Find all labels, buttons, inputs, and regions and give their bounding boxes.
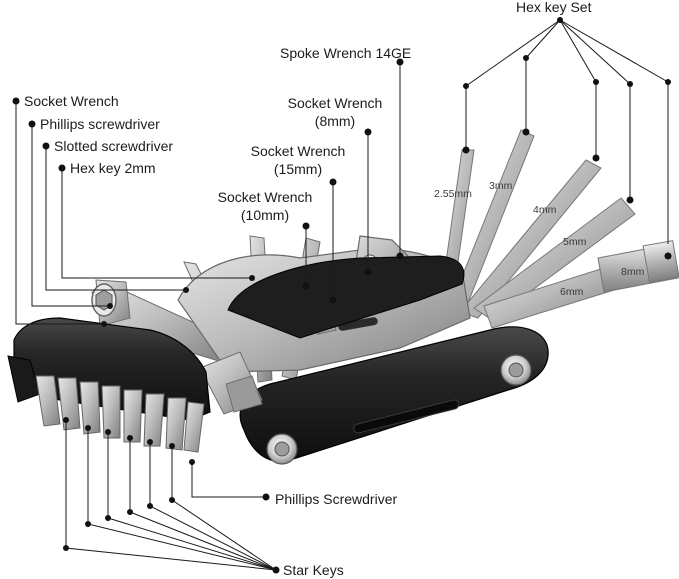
label-hex-2-55mm: 2.55mm xyxy=(434,188,472,200)
label-star-keys: Star Keys xyxy=(283,562,344,578)
label-phillips-screwdriver-bottom: Phillips Screwdriver xyxy=(275,491,398,507)
label-hex-4mm: 4mm xyxy=(533,204,557,216)
leader-dots xyxy=(12,17,672,574)
label-hex-5mm: 5mm xyxy=(563,236,587,248)
star-key-bits xyxy=(35,375,205,453)
hinge-bits xyxy=(199,351,263,415)
label-socket-wrench-8mm-line2: (8mm) xyxy=(314,113,356,129)
label-hex-key-2mm: Hex key 2mm xyxy=(70,160,156,176)
label-socket-wrench-15mm-line1: Socket Wrench xyxy=(250,143,346,159)
label-phillips-screwdriver: Phillips screwdriver xyxy=(40,116,160,132)
label-hex-key-set: Hex key Set xyxy=(516,0,592,15)
hex-key-8mm xyxy=(597,240,679,293)
black-plate-rear xyxy=(227,255,465,339)
star-key-holder xyxy=(7,317,211,453)
label-socket-wrench-10mm-line2: (10mm) xyxy=(240,207,290,223)
hex-key-set xyxy=(437,129,679,329)
label-hex-6mm: 6mm xyxy=(560,286,584,298)
label-slotted-screwdriver: Slotted screwdriver xyxy=(54,138,174,154)
label-socket-wrench-15mm-line2: (15mm) xyxy=(273,161,323,177)
label-hex-8mm: 8mm xyxy=(621,266,645,278)
label-hex-3mm: 3mm xyxy=(489,180,513,192)
label-socket-wrench: Socket Wrench xyxy=(24,93,119,109)
hex-key-4mm xyxy=(459,159,602,319)
label-socket-wrench-8mm-line1: Socket Wrench xyxy=(287,95,383,111)
label-socket-wrench-10mm-line1: Socket Wrench xyxy=(217,189,313,205)
label-spoke-wrench: Spoke Wrench 14GE xyxy=(280,45,412,61)
